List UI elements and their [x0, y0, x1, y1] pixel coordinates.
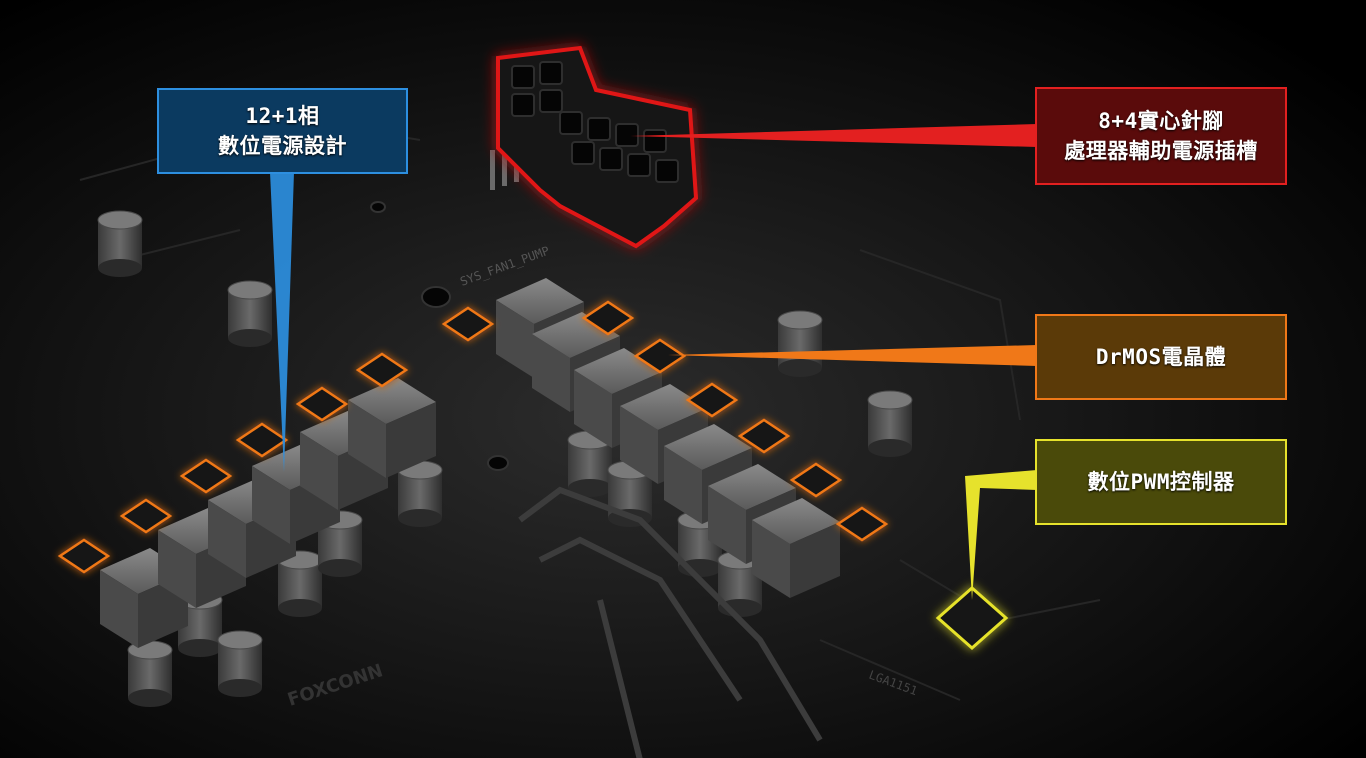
vrm-right-row: [441, 278, 889, 598]
mounting-holes: [370, 201, 509, 471]
capacitor: [217, 630, 263, 697]
drmos-chip: [633, 338, 687, 374]
pwm-callout-label: 數位PWM控制器: [1087, 470, 1235, 494]
connector-callout: 8+4實心針腳 處理器輔助電源插槽: [1035, 87, 1287, 185]
pwm-leader: [965, 470, 1037, 600]
capacitor: [127, 640, 173, 707]
connector-leader: [630, 124, 1037, 147]
capacitor: [567, 430, 613, 497]
capacitor: [867, 390, 913, 457]
pwm-callout: 數位PWM控制器: [1035, 439, 1287, 525]
capacitor: [397, 460, 443, 527]
choke-inductor: [348, 378, 436, 478]
connector-pin-grid: [511, 61, 679, 183]
vrm-left-row: [57, 352, 436, 648]
capacitor: [97, 210, 143, 277]
drmos-chip: [685, 382, 739, 418]
vrm-callout-line2: 數位電源設計: [218, 134, 347, 158]
connector-callout-line2: 處理器輔助電源插槽: [1064, 139, 1258, 163]
capacitor: [277, 550, 323, 617]
drmos-chip: [179, 458, 233, 494]
drmos-chip: [235, 422, 289, 458]
vrm-callout-line1: 12+1相: [245, 104, 320, 128]
drmos-chip: [441, 306, 495, 342]
drmos-chip: [737, 418, 791, 454]
callout-leaders: [270, 124, 1037, 600]
pwm-controller-chip: [935, 585, 1009, 651]
capacitor: [777, 310, 823, 377]
drmos-leader: [668, 345, 1037, 366]
capacitor: [717, 550, 763, 617]
vrm-callout: 12+1相 數位電源設計: [157, 88, 408, 174]
drmos-chip: [295, 386, 349, 422]
cpu-socket-bracket: [518, 486, 823, 758]
drmos-chip: [835, 506, 889, 542]
connector-callout-line1: 8+4實心針腳: [1098, 109, 1224, 133]
drmos-chip: [355, 352, 409, 388]
choke-inductor: [752, 498, 840, 598]
drmos-chip: [119, 498, 173, 534]
drmos-chip: [581, 300, 635, 336]
vrm-leader: [270, 172, 294, 472]
capacitor: [227, 280, 273, 347]
drmos-chip: [57, 538, 111, 574]
drmos-callout-label: DrMOS電晶體: [1095, 345, 1227, 369]
drmos-chip: [789, 462, 843, 498]
drmos-callout: DrMOS電晶體: [1035, 314, 1287, 400]
